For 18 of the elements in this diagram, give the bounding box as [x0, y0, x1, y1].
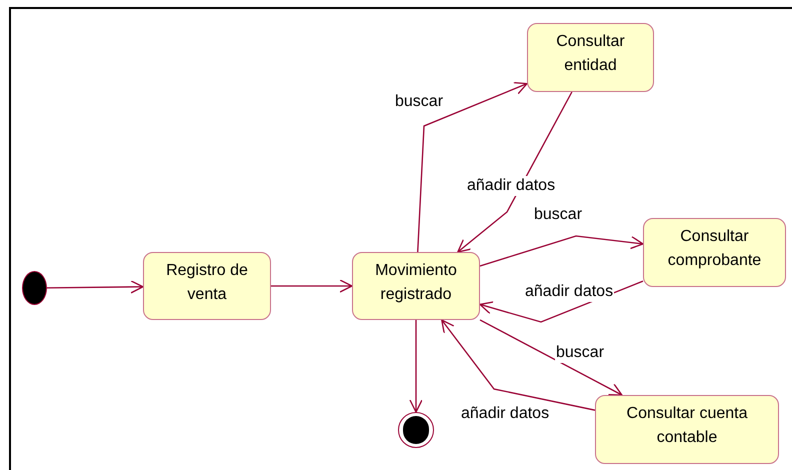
- transition-arrow: [271, 279, 353, 293]
- transition-arrow: [441, 319, 596, 411]
- state-name: Consultar entidad: [555, 32, 626, 76]
- initial-state: [22, 271, 47, 305]
- edge-label: añadir datos: [524, 282, 614, 302]
- edge-label: añadir datos: [466, 176, 556, 196]
- state-name: Consultar comprobante: [666, 227, 762, 271]
- final-state: [398, 412, 434, 448]
- edge-label: buscar: [555, 343, 606, 363]
- transition-arrow: [47, 280, 144, 294]
- transition-arrow: [409, 320, 423, 413]
- transition-arrow: [480, 319, 622, 396]
- transition-arrow: [480, 235, 644, 267]
- state-name: Movimiento registrado: [374, 261, 458, 305]
- state-name: Registro de venta: [165, 261, 249, 305]
- transition-arrow: [457, 92, 572, 253]
- state-name: Consultar cuenta contable: [626, 404, 748, 448]
- transition-arrow: [417, 82, 528, 252]
